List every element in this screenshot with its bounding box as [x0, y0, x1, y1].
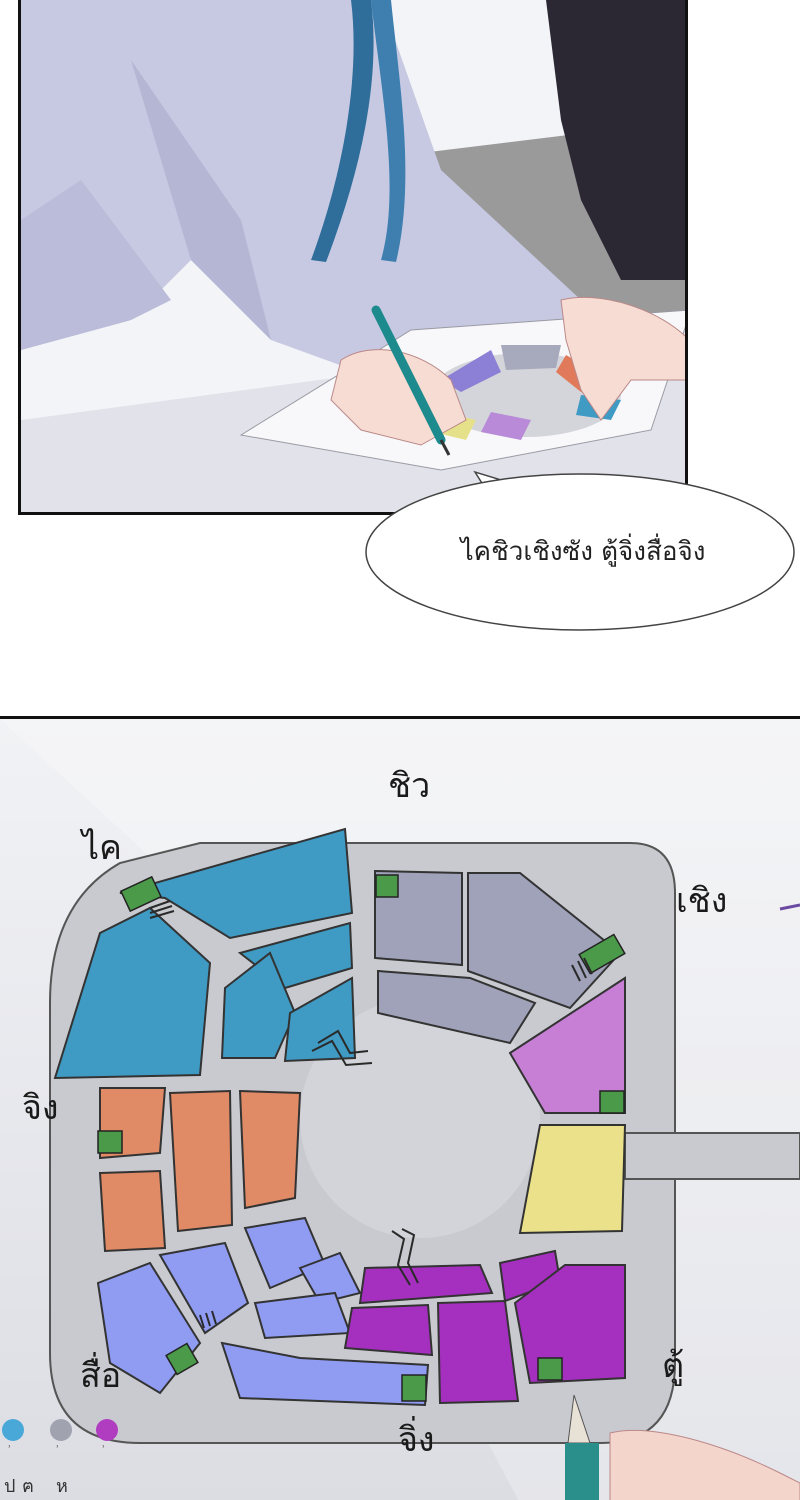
- section-orange-3: [168, 1089, 234, 1233]
- section-magenta-3: [436, 1299, 520, 1405]
- section-blue-5: [283, 976, 357, 1063]
- label-bottom: จิ่ง: [398, 1420, 435, 1460]
- section-gray-2: [467, 872, 622, 1010]
- label-top-right: เชิง: [676, 881, 728, 921]
- section-magenta-5: [513, 1264, 626, 1385]
- bottom-comic-panel: ชิว ไค เชิง จิง สื่อ จิ่ง ตู้ ʾ ʾ ʾ ป ฅ …: [0, 716, 800, 1500]
- section-blue-2: [53, 906, 212, 1080]
- section-gray-3: [377, 969, 537, 1045]
- speech-bubble: [365, 470, 795, 631]
- legend-mark-3: ʾ: [102, 1443, 106, 1456]
- section-orange-2: [98, 1169, 167, 1253]
- legend-mark-1: ʾ: [8, 1443, 12, 1456]
- section-periwinkle-2: [158, 1241, 250, 1335]
- legend-glyph-2: ฅ: [22, 1476, 35, 1497]
- section-magenta-2: [343, 1303, 434, 1357]
- seating-map: [0, 719, 800, 1500]
- top-panel-illustration: [21, 0, 685, 512]
- center-stage: [300, 998, 540, 1238]
- pen-body: [565, 1443, 599, 1500]
- legend-dot-magenta: [96, 1419, 118, 1441]
- section-orange-4: [238, 1089, 302, 1210]
- label-left: จิง: [22, 1088, 59, 1128]
- section-blue-4: [220, 951, 297, 1059]
- legend-dot-blue: [2, 1419, 24, 1441]
- legend-glyph-1: ป: [4, 1476, 16, 1497]
- section-yellow: [518, 1124, 627, 1235]
- east-corridor: [624, 1132, 800, 1180]
- legend-mark-2: ʾ: [56, 1443, 60, 1456]
- top-comic-panel: [18, 0, 688, 515]
- section-periwinkle-4: [298, 1251, 362, 1305]
- stair-sketches: [149, 900, 593, 1329]
- legend-dot-gray: [50, 1419, 72, 1441]
- speech-bubble-text: ไคชิวเชิงซัง ตู้จิ่งสื่อจิง: [460, 537, 706, 567]
- legend-glyph-3: ห: [56, 1476, 68, 1497]
- stairs-markers: [97, 874, 626, 1402]
- label-bottom-left: สื่อ: [80, 1356, 122, 1396]
- hand: [609, 1429, 800, 1500]
- label-top: ชิว: [388, 766, 431, 806]
- label-bottom-right: ตู้: [662, 1346, 685, 1386]
- section-lilac: [508, 976, 626, 1114]
- label-top-left: ไค: [82, 828, 122, 868]
- section-magenta-1: [358, 1263, 494, 1305]
